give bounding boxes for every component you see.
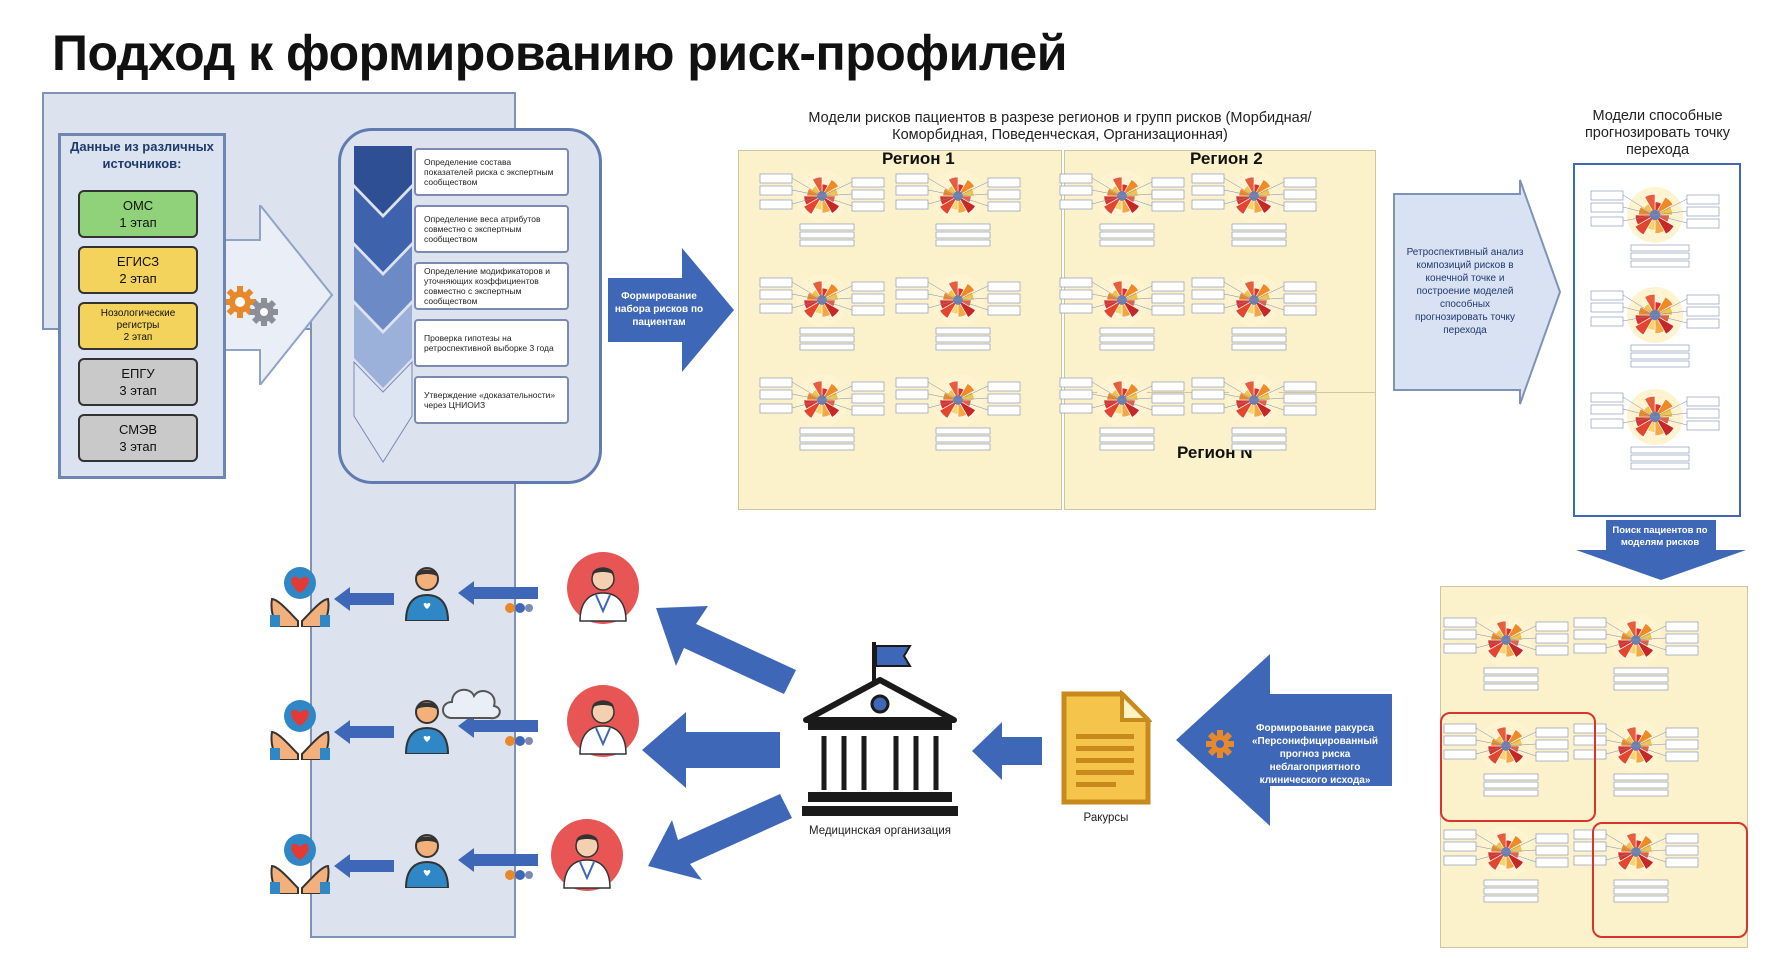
doctor-to-patient-arrow bbox=[458, 848, 538, 872]
risk-wheel-icon bbox=[1059, 170, 1185, 247]
risk-wheel-icon bbox=[1191, 274, 1317, 351]
org-to-doctor-N-arrow bbox=[648, 794, 792, 880]
forming-view-arrow bbox=[1176, 654, 1392, 826]
gear-icon bbox=[1206, 730, 1234, 758]
org-to-doctor-1-arrow bbox=[656, 606, 796, 694]
risk-wheel-icon bbox=[1573, 720, 1699, 797]
service-cloud-icon bbox=[442, 688, 501, 720]
risk-wheel-icon bbox=[895, 170, 1021, 247]
risk-wheel-icon bbox=[1590, 389, 1720, 470]
retro-arrow-label: Ретроспективный анализ композиций рисков… bbox=[1406, 247, 1524, 336]
patient-to-life-arrow bbox=[334, 854, 394, 878]
highlight-box-1 bbox=[1440, 712, 1596, 822]
views-label: Ракурсы bbox=[1083, 812, 1129, 824]
risk-wheel-icon bbox=[895, 274, 1021, 351]
source-label: СМЭВ bbox=[118, 422, 158, 437]
hands-heart-icon bbox=[270, 834, 330, 894]
step-5: Утверждение «доказательности» через ЦНИО… bbox=[414, 376, 569, 424]
source-oms: ОМС 1 этап bbox=[78, 190, 198, 238]
risk-wheel-icon bbox=[1443, 614, 1569, 691]
risk-wheel-icon bbox=[1191, 374, 1317, 451]
measures-icons bbox=[505, 736, 533, 746]
risk-wheel-icon bbox=[1059, 274, 1185, 351]
doctor-icon bbox=[567, 552, 639, 624]
source-label: ЕПГУ bbox=[121, 366, 155, 381]
source-label: ЕГИСЗ bbox=[116, 254, 160, 269]
source-stage: 2 этап bbox=[123, 332, 153, 343]
patient-icon bbox=[404, 834, 450, 888]
region-wheels bbox=[759, 170, 1317, 451]
patient-icon bbox=[404, 567, 450, 621]
step-4: Проверка гипотезы на ретроспективной выб… bbox=[414, 319, 569, 367]
source-stage: 3 этап bbox=[119, 383, 157, 398]
risk-wheel-icon bbox=[1443, 826, 1569, 903]
step-2: Определение веса атрибутов совместно с э… bbox=[414, 205, 569, 253]
source-stage: 3 этап bbox=[119, 439, 157, 454]
measures-icons bbox=[505, 603, 533, 613]
risk-wheel-icon bbox=[1059, 374, 1185, 451]
source-stage: 1 этап bbox=[119, 215, 157, 230]
step-3: Определение модификаторов и уточняющих к… bbox=[414, 262, 569, 310]
result-wheels bbox=[1443, 614, 1699, 903]
patient-icon bbox=[404, 700, 450, 754]
risk-wheel-icon bbox=[1590, 287, 1720, 368]
right-wheels bbox=[1590, 187, 1720, 470]
doc-to-org-arrow bbox=[972, 722, 1042, 780]
doctor-icon bbox=[551, 819, 623, 891]
measures-icons bbox=[505, 870, 533, 880]
region-1-label: Регион 1 bbox=[882, 149, 955, 168]
forming-arrow bbox=[608, 248, 734, 372]
right-models-caption: Модели способные прогнозировать точку пе… bbox=[1584, 108, 1731, 158]
risk-wheel-icon bbox=[759, 170, 885, 247]
doctor-icon bbox=[567, 685, 639, 757]
source-stage: 2 этап bbox=[119, 271, 157, 286]
retro-arrow bbox=[1393, 179, 1562, 405]
doctor-to-patient-arrow bbox=[458, 581, 538, 605]
hands-heart-icon bbox=[270, 567, 330, 627]
risk-wheel-icon bbox=[1573, 826, 1699, 903]
org-to-doctor-2-arrow bbox=[642, 712, 780, 788]
risk-wheel-icon bbox=[1590, 187, 1720, 268]
hands-heart-icon bbox=[270, 700, 330, 760]
patient-to-life-arrow bbox=[334, 587, 394, 611]
page-title: Подход к формированию риск-профилей bbox=[52, 25, 1067, 81]
risk-wheel-icon bbox=[1191, 170, 1317, 247]
patient-to-life-arrow bbox=[334, 720, 394, 744]
org-label: Медицинская организация bbox=[808, 825, 951, 837]
step-1: Определение состава показателей риска с … bbox=[414, 148, 569, 196]
search-arrow bbox=[1576, 520, 1746, 580]
models-caption: Модели рисков пациентов в разрезе регион… bbox=[808, 110, 1312, 143]
source-label: Нозологические регистры bbox=[100, 308, 176, 331]
risk-wheel-icon bbox=[759, 274, 885, 351]
highlight-box-2 bbox=[1592, 822, 1748, 938]
doctor-to-patient-arrow bbox=[458, 714, 538, 738]
risk-wheel-icon bbox=[1573, 614, 1699, 691]
forming-view-label: Формирование ракурса «Персонифицированны… bbox=[1251, 723, 1379, 786]
region-2-label: Регион 2 bbox=[1190, 149, 1263, 168]
forming-arrow-label: Формирование набора рисков по пациентам bbox=[614, 291, 704, 328]
sources-title: Данные из различных источников: bbox=[70, 139, 214, 171]
source-label: ОМС bbox=[122, 198, 154, 213]
risk-wheel-icon bbox=[759, 374, 885, 451]
source-egisz: ЕГИСЗ 2 этап bbox=[78, 246, 198, 294]
risk-wheel-icon bbox=[895, 374, 1021, 451]
source-smev: СМЭВ 3 этап bbox=[78, 414, 198, 462]
search-arrow-label: Поиск пациентов по моделям рисков bbox=[1612, 525, 1708, 548]
source-epgu: ЕПГУ 3 этап bbox=[78, 358, 198, 406]
hospital-building-icon bbox=[802, 642, 958, 816]
steps-chevrons bbox=[353, 146, 413, 463]
risk-wheel-icon bbox=[1443, 720, 1569, 797]
gears-icon bbox=[224, 286, 278, 326]
document-icon bbox=[1061, 690, 1152, 805]
